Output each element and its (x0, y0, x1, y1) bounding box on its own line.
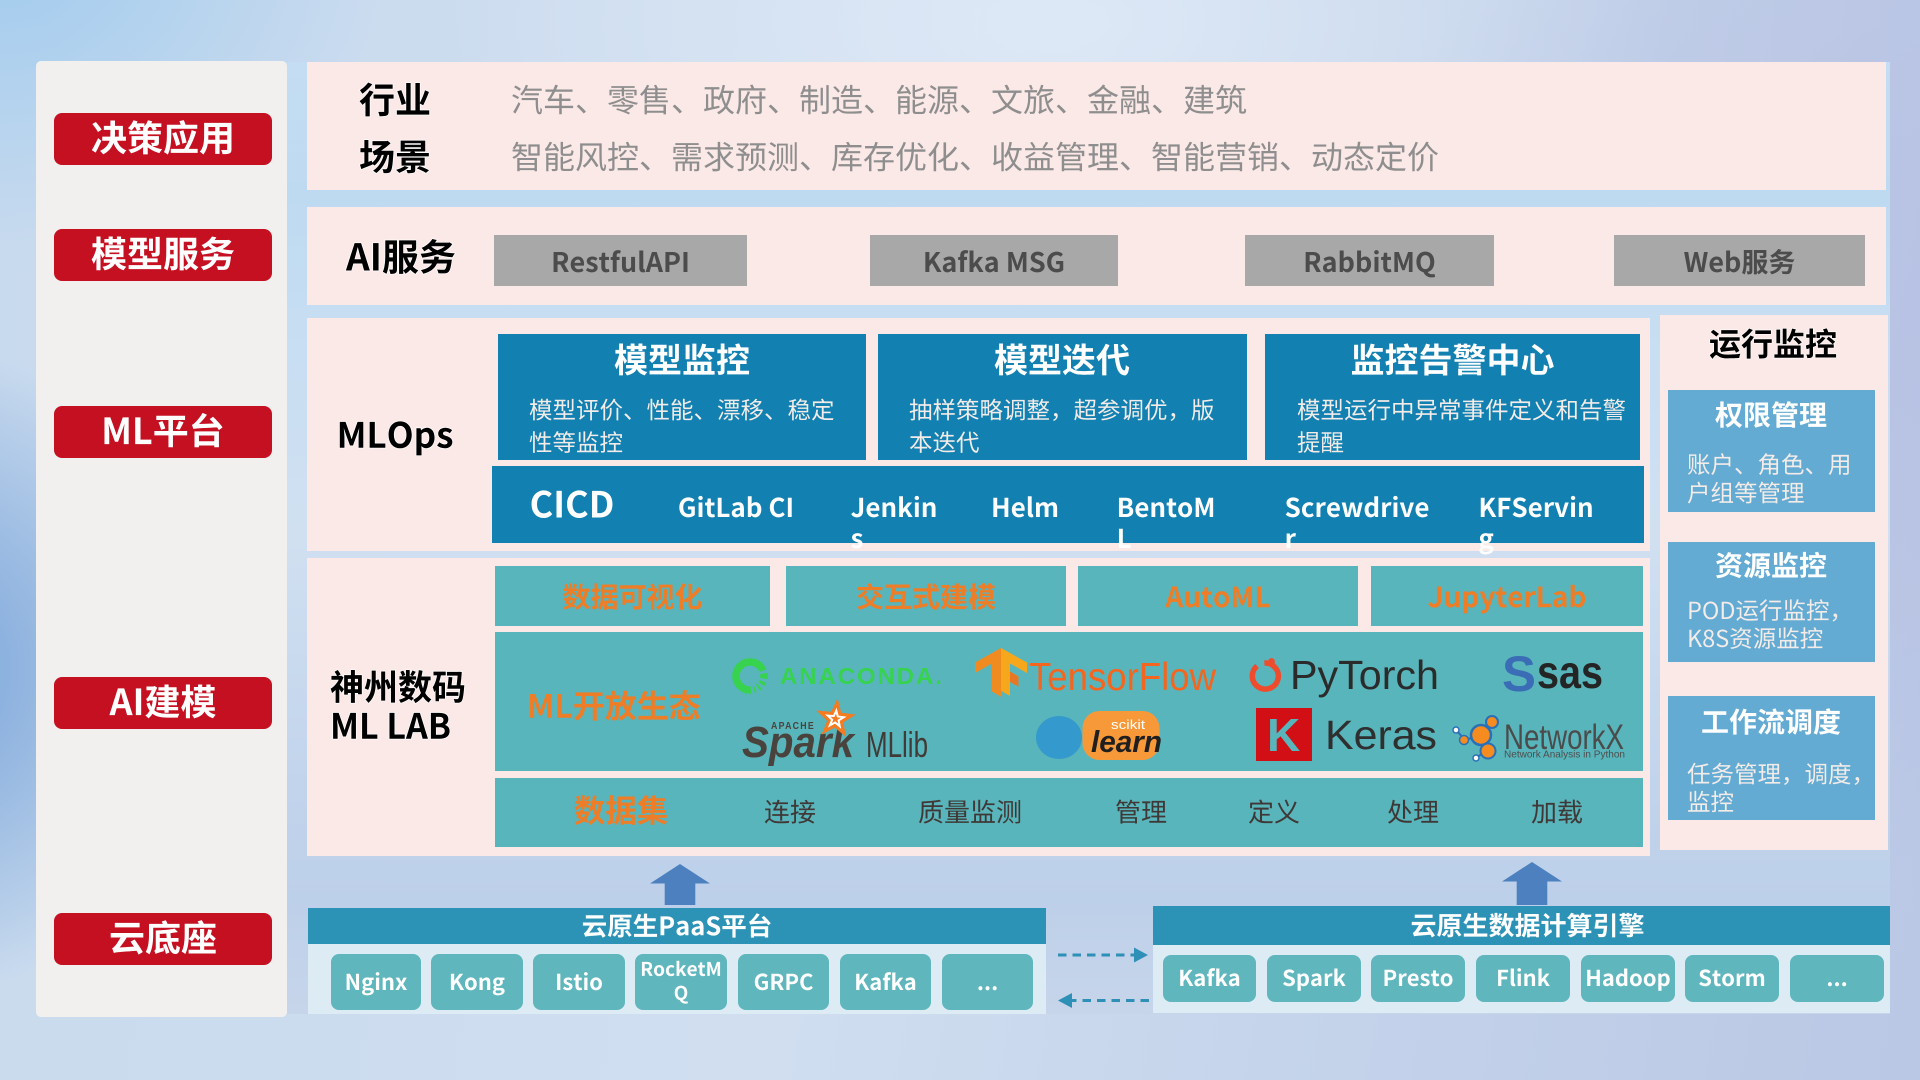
svg-text:MLlib: MLlib (866, 724, 928, 765)
svg-text:TensorFlow: TensorFlow (1029, 656, 1217, 699)
svg-text:K: K (1267, 709, 1300, 761)
svg-text:scikit: scikit (1111, 718, 1146, 732)
svg-text:learn: learn (1091, 724, 1162, 759)
svg-text:NetworkX: NetworkX (1504, 718, 1624, 757)
svg-text:sas: sas (1537, 646, 1603, 698)
svg-text:S: S (1502, 646, 1536, 702)
svg-text:PyTorch: PyTorch (1290, 652, 1439, 698)
svg-text:Keras: Keras (1325, 712, 1437, 758)
svg-text:ANACONDA.: ANACONDA. (780, 663, 944, 689)
svg-text:APACHE: APACHE (771, 720, 815, 732)
svg-text:Network Analysis in Python: Network Analysis in Python (1504, 749, 1625, 761)
